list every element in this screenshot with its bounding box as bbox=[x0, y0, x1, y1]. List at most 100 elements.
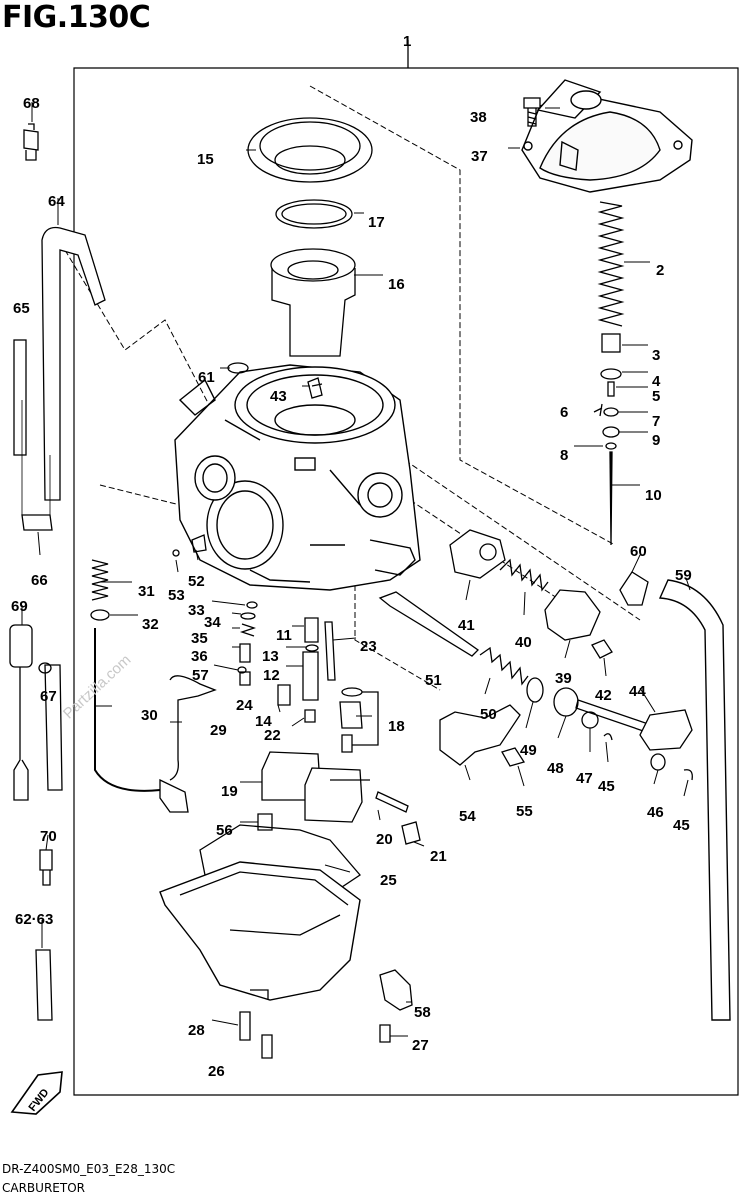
guide-line bbox=[354, 540, 441, 691]
pin-20-part bbox=[375, 791, 409, 813]
callout-label: 45 bbox=[598, 778, 615, 795]
callout-label: 4 bbox=[652, 373, 661, 390]
guide-line bbox=[389, 449, 641, 621]
callout-label: 64 bbox=[48, 193, 65, 210]
callout-layer: 1234567891011121314151617181920212223242… bbox=[11, 33, 692, 1080]
callout-label: 22 bbox=[264, 727, 281, 744]
callout-label: 10 bbox=[645, 487, 662, 504]
callout-label: 60 bbox=[630, 543, 647, 560]
callout-label: 34 bbox=[204, 614, 221, 631]
callout-label: 50 bbox=[480, 706, 497, 723]
screw-52-part bbox=[191, 534, 207, 553]
shaft-51-part bbox=[378, 591, 480, 657]
callout-label: 33 bbox=[188, 602, 205, 619]
callout-label: 61 bbox=[198, 369, 215, 386]
spring-35-part bbox=[239, 623, 257, 637]
callout-label: 19 bbox=[221, 783, 238, 800]
piston-part bbox=[270, 248, 356, 357]
clamp-60-part bbox=[619, 571, 649, 606]
bracket-67-part bbox=[44, 664, 63, 791]
callout-label: 1 bbox=[403, 33, 411, 50]
callout-label: 13 bbox=[262, 648, 279, 665]
callout-label: 35 bbox=[191, 630, 208, 647]
callout-label: 20 bbox=[376, 831, 393, 848]
callout-label: 59 bbox=[675, 567, 692, 584]
callout-label: 15 bbox=[197, 151, 214, 168]
callout-label: 26 bbox=[208, 1063, 225, 1080]
callout-label: 49 bbox=[520, 742, 537, 759]
clip-58-part bbox=[379, 969, 413, 1011]
callout-label: 12 bbox=[263, 667, 280, 684]
callout-label: 11 bbox=[276, 627, 292, 644]
callout-label: 51 bbox=[425, 672, 442, 689]
washer-33-part bbox=[246, 601, 258, 609]
tube-64-part bbox=[41, 226, 106, 501]
callout-label: 7 bbox=[652, 413, 660, 430]
o-ring-13-part bbox=[305, 644, 319, 652]
callout-label: 16 bbox=[388, 276, 405, 293]
callout-label: 37 bbox=[471, 148, 488, 165]
callout-label: 44 bbox=[629, 683, 646, 700]
clip-part bbox=[593, 403, 603, 417]
seal-18-part bbox=[341, 687, 363, 697]
jet-14-part bbox=[277, 684, 291, 706]
clip-45-part bbox=[603, 733, 613, 741]
ring-34-part bbox=[240, 612, 256, 620]
callout-label: 29 bbox=[210, 722, 227, 739]
diaphragm-part bbox=[247, 117, 373, 183]
callout-label: 43 bbox=[270, 388, 287, 405]
callout-label: 67 bbox=[40, 688, 57, 705]
callout-label: 52 bbox=[188, 573, 205, 590]
needle-parts bbox=[600, 333, 622, 546]
callout-label: 21 bbox=[430, 848, 447, 865]
callout-label: 53 bbox=[168, 587, 185, 604]
plug-70-part bbox=[39, 849, 53, 886]
callout-label: 48 bbox=[547, 760, 564, 777]
washer-32-part bbox=[90, 609, 110, 621]
callout-label: 25 bbox=[380, 872, 397, 889]
spring-50-part bbox=[479, 646, 529, 686]
needle-jet-12-part bbox=[302, 651, 319, 701]
lever-54-part bbox=[439, 704, 521, 766]
callout-label: 39 bbox=[555, 670, 572, 687]
callout-label: 28 bbox=[188, 1022, 205, 1039]
guide-line bbox=[309, 85, 616, 546]
screw-36-part bbox=[239, 643, 251, 663]
screw-43-part bbox=[307, 377, 323, 399]
o-ring-61-part bbox=[227, 362, 249, 374]
callout-label: 47 bbox=[576, 770, 593, 787]
cover-39-part bbox=[544, 589, 601, 641]
callout-label: 32 bbox=[142, 616, 159, 633]
spring-part bbox=[597, 201, 625, 327]
callout-label: 65 bbox=[13, 300, 30, 317]
callout-label: 68 bbox=[23, 95, 40, 112]
top-cap-part bbox=[521, 79, 693, 193]
jet-24-part bbox=[239, 671, 251, 686]
screw-21-part bbox=[401, 821, 421, 845]
callout-label: 30 bbox=[141, 707, 158, 724]
callout-label: 46 bbox=[647, 804, 664, 821]
clip-66-part bbox=[21, 514, 53, 531]
callout-label: 2 bbox=[656, 262, 664, 279]
callout-label: 17 bbox=[368, 214, 385, 231]
tube-65-part bbox=[13, 339, 27, 456]
callout-label: 55 bbox=[516, 803, 533, 820]
bracket-62-part bbox=[35, 949, 53, 1021]
callout-label: 31 bbox=[138, 583, 155, 600]
callout-label: 23 bbox=[360, 638, 377, 655]
callout-label: 18 bbox=[388, 718, 405, 735]
washer-46-part bbox=[650, 753, 666, 771]
fwd-arrow-icon bbox=[10, 1071, 63, 1115]
nut-48-part bbox=[553, 687, 579, 717]
bolt-42-part bbox=[591, 639, 613, 659]
callout-label: 3 bbox=[652, 347, 660, 364]
callout-label: 27 bbox=[412, 1037, 429, 1054]
callout-label: 5 bbox=[652, 388, 660, 405]
assembly-frame bbox=[73, 67, 739, 1096]
callout-label: 66 bbox=[31, 572, 48, 589]
callout-label: 58 bbox=[414, 1004, 431, 1021]
callout-label: 6 bbox=[560, 404, 568, 421]
callout-label: 54 bbox=[459, 808, 476, 825]
callout-label: 24 bbox=[236, 697, 253, 714]
